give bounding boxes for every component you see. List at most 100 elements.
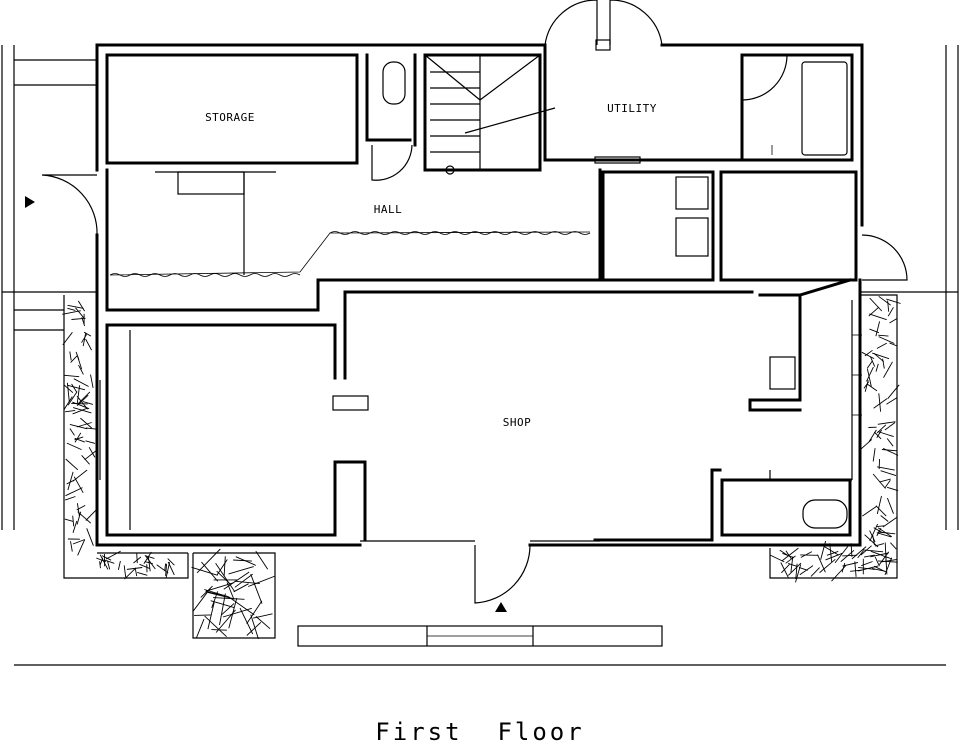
planting-stroke: [819, 558, 836, 573]
planting-stroke: [860, 439, 873, 450]
planting-stroke: [123, 565, 127, 578]
planting-stroke: [77, 300, 85, 312]
planting-stroke: [878, 393, 882, 412]
planting-stroke: [869, 523, 879, 542]
planting-stroke: [876, 525, 885, 528]
utility-room: [543, 0, 742, 164]
planting-stroke: [788, 562, 798, 568]
planting-stroke: [887, 384, 900, 400]
planting-stroke: [139, 563, 150, 569]
planting-stroke: [886, 486, 899, 492]
planting-stroke: [873, 398, 888, 409]
planting-stroke: [875, 505, 887, 517]
planting-stroke: [64, 374, 80, 378]
planting-stroke: [67, 307, 76, 311]
planting-stroke: [76, 422, 92, 428]
storage-label: STORAGE: [205, 111, 255, 124]
planting-stroke: [77, 391, 91, 405]
planting-stroke: [880, 515, 889, 522]
planting-stroke: [86, 528, 94, 546]
planting-stroke: [795, 563, 798, 580]
exterior-walls: [95, 43, 864, 547]
planting-stroke: [74, 432, 82, 443]
planting-stroke: [873, 352, 884, 363]
planting-stroke: [879, 478, 891, 483]
planting-stroke: [881, 449, 897, 452]
planting-stroke: [886, 397, 898, 405]
planting-stroke: [85, 509, 97, 521]
planting-stroke: [64, 496, 76, 501]
planting-stroke: [72, 407, 88, 415]
planting-stroke: [870, 550, 882, 556]
planting-stroke: [90, 374, 94, 388]
planting-stroke: [876, 532, 892, 538]
planting-stroke: [820, 540, 827, 560]
planting-stroke: [65, 458, 79, 471]
planting-stroke: [226, 582, 235, 600]
planting-stroke: [99, 557, 104, 565]
planting-stroke: [878, 458, 881, 470]
planting-stroke: [64, 384, 74, 394]
planting-stroke: [857, 550, 864, 559]
planting-stroke: [71, 402, 88, 405]
planting-stroke: [71, 383, 78, 393]
planting-stroke: [221, 603, 235, 616]
planting-stroke: [67, 304, 84, 309]
planting-stroke: [66, 382, 70, 402]
planting-stroke: [64, 518, 74, 522]
planting-stroke: [196, 548, 221, 574]
planting-stroke: [799, 565, 814, 576]
planting-stroke: [223, 571, 250, 590]
planting-stroke: [70, 541, 73, 552]
planting-stroke: [878, 334, 889, 337]
planting-stroke: [875, 321, 881, 337]
planting-stroke: [829, 543, 833, 562]
planting-stroke: [246, 621, 262, 636]
planting-stroke: [875, 363, 879, 372]
planting-stroke: [785, 550, 792, 560]
planting-stroke: [105, 550, 121, 560]
planting-stroke: [889, 342, 898, 347]
planting-stroke: [253, 613, 273, 619]
planting-stroke: [235, 556, 256, 566]
planting-stroke: [72, 520, 78, 533]
planting-stroke: [877, 560, 898, 563]
wc-upper: [365, 53, 417, 181]
planting-stroke: [77, 511, 91, 524]
planting-stroke: [67, 391, 78, 406]
planting-stroke: [780, 562, 789, 578]
planting-stroke: [165, 562, 171, 578]
floor-plan: STORAGE UTILITY HALL SHOP: [1, 0, 959, 666]
planting-stroke: [215, 562, 236, 592]
planting-stroke: [866, 360, 873, 369]
planting-stroke: [810, 567, 820, 577]
planting-stroke: [147, 555, 151, 572]
planting-stroke: [82, 401, 94, 405]
planting-stroke: [213, 597, 245, 600]
planting-stroke: [887, 300, 890, 312]
planting-stroke: [255, 616, 271, 630]
planting-stroke: [192, 587, 212, 612]
planting-stroke: [876, 495, 882, 515]
planting-stroke: [201, 561, 219, 582]
planting-stroke: [878, 295, 891, 306]
stair: [423, 53, 556, 175]
planting-stroke: [167, 561, 175, 576]
planting-stroke: [85, 427, 99, 430]
planting-stroke: [877, 531, 896, 535]
planting-stroke: [876, 527, 882, 537]
planting-stroke: [239, 607, 254, 635]
planting-stroke: [877, 431, 894, 438]
shop-label: SHOP: [503, 416, 532, 429]
planting-stroke: [862, 506, 877, 517]
planting-stroke: [842, 562, 859, 567]
planting-stroke: [869, 297, 883, 312]
planting-stroke: [195, 618, 205, 639]
planting-stroke: [250, 614, 259, 640]
planting-stroke: [878, 551, 890, 565]
planting-stroke: [144, 555, 155, 559]
bathroom: [740, 53, 854, 162]
planting-stroke: [84, 449, 98, 461]
planting-stroke: [81, 334, 88, 343]
planting-stroke: [890, 542, 897, 550]
